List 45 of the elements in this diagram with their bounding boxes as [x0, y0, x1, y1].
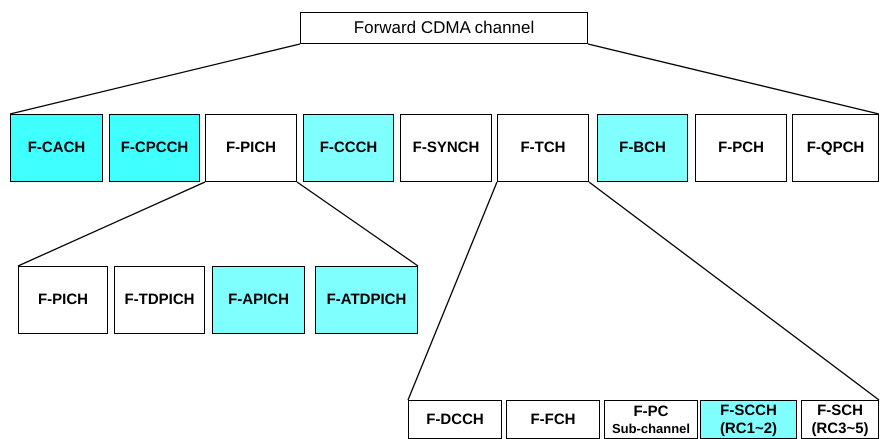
- channel-label: F-PICH: [226, 139, 276, 157]
- expansion-line: [296, 181, 418, 267]
- channel-label: F-DCCH: [426, 410, 484, 428]
- channel-box: [10, 114, 103, 182]
- channel-label: F-CPCCH: [120, 139, 188, 157]
- channel-box: [109, 114, 200, 182]
- channel-box: [604, 400, 698, 439]
- channel-box: [408, 400, 502, 439]
- channel-box: [801, 400, 879, 439]
- channel-box: [497, 114, 589, 182]
- channel-box: [315, 266, 418, 334]
- channel-label: F-TCH: [520, 139, 566, 157]
- expansion-line: [588, 181, 880, 401]
- channel-label: F-QPCH: [806, 139, 864, 157]
- channel-label: Forward CDMA channel: [354, 18, 534, 38]
- channel-box: [300, 12, 588, 44]
- channel-box: [792, 114, 879, 182]
- channel-label: F-CACH: [28, 139, 86, 157]
- channel-label: F-TDPICH: [124, 291, 194, 309]
- channel-label: F-APICH: [228, 291, 289, 309]
- channel-label: F-PCH: [718, 139, 764, 157]
- channel-box: [506, 400, 600, 439]
- channel-label: F-BCH: [619, 139, 666, 157]
- channel-label: F-FCH: [530, 410, 576, 428]
- channel-box: [114, 266, 205, 334]
- channel-box: [400, 114, 492, 182]
- channel-box: [212, 266, 305, 334]
- channel-label: Sub-channel: [612, 420, 690, 436]
- channel-label: F-CCCH: [320, 139, 378, 157]
- expansion-line: [10, 43, 300, 115]
- channel-label: F-SYNCH: [412, 139, 480, 157]
- channel-label: F-ATDPICH: [326, 291, 406, 309]
- channel-label: F-PC: [634, 402, 668, 421]
- expansion-line: [18, 181, 206, 267]
- channel-box: [700, 400, 797, 439]
- channel-box: [597, 114, 688, 182]
- channel-label: F-PICH: [38, 291, 88, 309]
- expansion-line: [588, 43, 880, 115]
- channel-label: F-SCCH (RC1~2): [718, 402, 778, 438]
- channel-box: [205, 114, 297, 182]
- channel-box: [18, 266, 108, 334]
- channel-box: [303, 114, 394, 182]
- expansion-line: [407, 182, 498, 400]
- channel-box: [695, 114, 787, 182]
- channel-label: F-SCH (RC3~5): [810, 402, 870, 438]
